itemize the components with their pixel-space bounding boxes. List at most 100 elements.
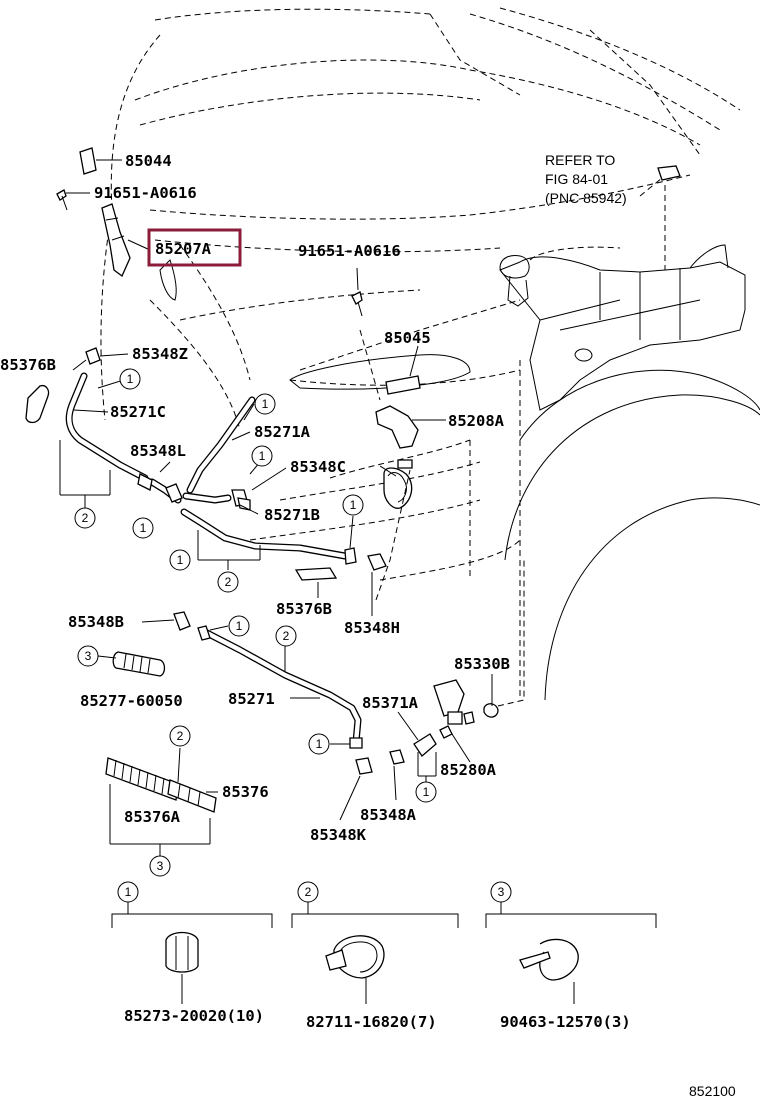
refer-part [657,165,681,181]
svg-text:3: 3 [85,649,92,663]
sleeve-85376a [105,757,179,801]
callout-85348l: 85348L [130,442,186,460]
circle-marker-1: 1 [308,733,330,755]
circle-marker-2: 2 [74,507,96,529]
vehicle-outline [100,7,760,701]
svg-text:2: 2 [283,629,290,643]
circle-marker-3: 3 [149,855,171,877]
callout-85271a: 85271A [254,423,311,441]
callout-85277-60050: 85277-60050 [80,692,183,710]
callout-85348b: 85348B [68,613,124,631]
legend-part-3: 90463-12570(3) [500,1013,631,1031]
refer-note: REFER TO FIG 84-01 (PNC 85942) [545,152,627,206]
circle-marker-3: 3 [77,645,99,667]
callout-91651-a0616-left: 91651-A0616 [94,184,197,202]
circled-number-markers: 1 1 1 2 1 1 1 2 1 2 3 1 1 2 3 [74,368,437,877]
svg-text:1: 1 [125,885,132,899]
legend-part-2: 82711-16820(7) [306,1013,437,1031]
circle-marker-2: 2 [169,725,191,747]
callout-85348h: 85348H [344,619,400,637]
circle-marker-1: 1 [254,393,276,415]
callout-85348a: 85348A [360,806,417,824]
legend-part-1: 85273-20020(10) [124,1007,264,1025]
washer-parts [25,147,499,813]
circle-marker-2: 2 [217,571,239,593]
fitting-85348k [355,757,373,775]
fitting-85348a [389,749,405,765]
svg-text:REFER TO: REFER TO [545,152,615,168]
callout-85044: 85044 [125,152,172,170]
callout-labels: 85044 91651-A0616 85207A 91651-A0616 850… [0,152,510,844]
circle-marker-1: 1 [415,781,437,803]
band-90463 [539,938,579,981]
svg-text:1: 1 [236,619,243,633]
svg-text:1: 1 [262,397,269,411]
svg-text:2: 2 [82,511,89,525]
callout-85376a: 85376A [124,808,181,826]
svg-text:1: 1 [350,498,357,512]
legend-item-2: 2 82711-16820(7) [291,881,459,1031]
callout-85280a: 85280A [440,761,497,779]
sleeve-85376b-center [294,567,338,581]
legend: 1 85273-20020(10) 2 82711-16820(7) 3 [111,881,657,1031]
highlight-box [147,228,242,267]
circle-marker-2: 2 [275,625,297,647]
callout-85271c: 85271C [110,403,166,421]
circle-marker-1: 1 [342,494,364,516]
circle-marker-1: 1 [228,615,250,637]
svg-text:3: 3 [157,859,164,873]
callout-85376b-center: 85376B [276,600,332,618]
callout-85371a: 85371A [362,694,419,712]
svg-text:(PNC 85942): (PNC 85942) [545,190,627,206]
callout-85348c: 85348C [290,458,346,476]
sleeve-85376 [167,779,217,813]
sleeve-85277 [112,651,166,677]
nozzle-85207a [101,203,131,278]
callout-85348k: 85348K [310,826,367,844]
svg-text:2: 2 [177,729,184,743]
grommet-85330b [483,703,499,718]
svg-text:FIG 84-01: FIG 84-01 [545,171,608,187]
svg-text:1: 1 [140,521,147,535]
svg-text:1: 1 [316,737,323,751]
svg-text:3: 3 [498,885,505,899]
clip-85273 [165,931,199,973]
pump-85330b [433,679,465,717]
joint-85371a [413,733,437,757]
cap-85045 [385,375,421,395]
legend-item-3: 3 90463-12570(3) [485,881,657,1031]
hose-85348c [383,467,413,509]
bolt-center [351,291,363,305]
leader-lines [59,159,681,856]
svg-text:1: 1 [177,553,184,567]
svg-text:2: 2 [305,885,312,899]
figure-id: 852100 [689,1083,736,1099]
callout-85208a: 85208A [448,412,505,430]
callout-85330b: 85330B [454,655,510,673]
callout-85045: 85045 [384,329,431,347]
circle-marker-1: 1 [169,549,191,571]
svg-text:1: 1 [127,372,134,386]
svg-text:1: 1 [259,449,266,463]
cap-85044 [79,147,97,175]
callout-85271b: 85271B [264,506,320,524]
circle-marker-1: 1 [132,517,154,539]
callout-85376: 85376 [222,783,269,801]
fitting-85348h [367,553,387,571]
circle-marker-1: 1 [119,368,141,390]
svg-text:1: 1 [423,785,430,799]
legend-item-1: 1 85273-20020(10) [111,881,273,1025]
bolt-left [56,189,67,201]
callout-85348z: 85348Z [132,345,188,363]
callout-85376b: 85376B [0,356,56,374]
nozzle-85208a [375,405,419,449]
svg-text:2: 2 [225,575,232,589]
sleeve-85376b [25,384,50,424]
callout-85207a: 85207A [155,240,212,258]
callout-85271: 85271 [228,690,275,708]
circle-marker-1: 1 [251,445,273,467]
fitting-85348z [85,347,101,365]
callout-91651-a0616-center: 91651-A0616 [298,242,401,260]
fitting-85348b [173,611,191,631]
